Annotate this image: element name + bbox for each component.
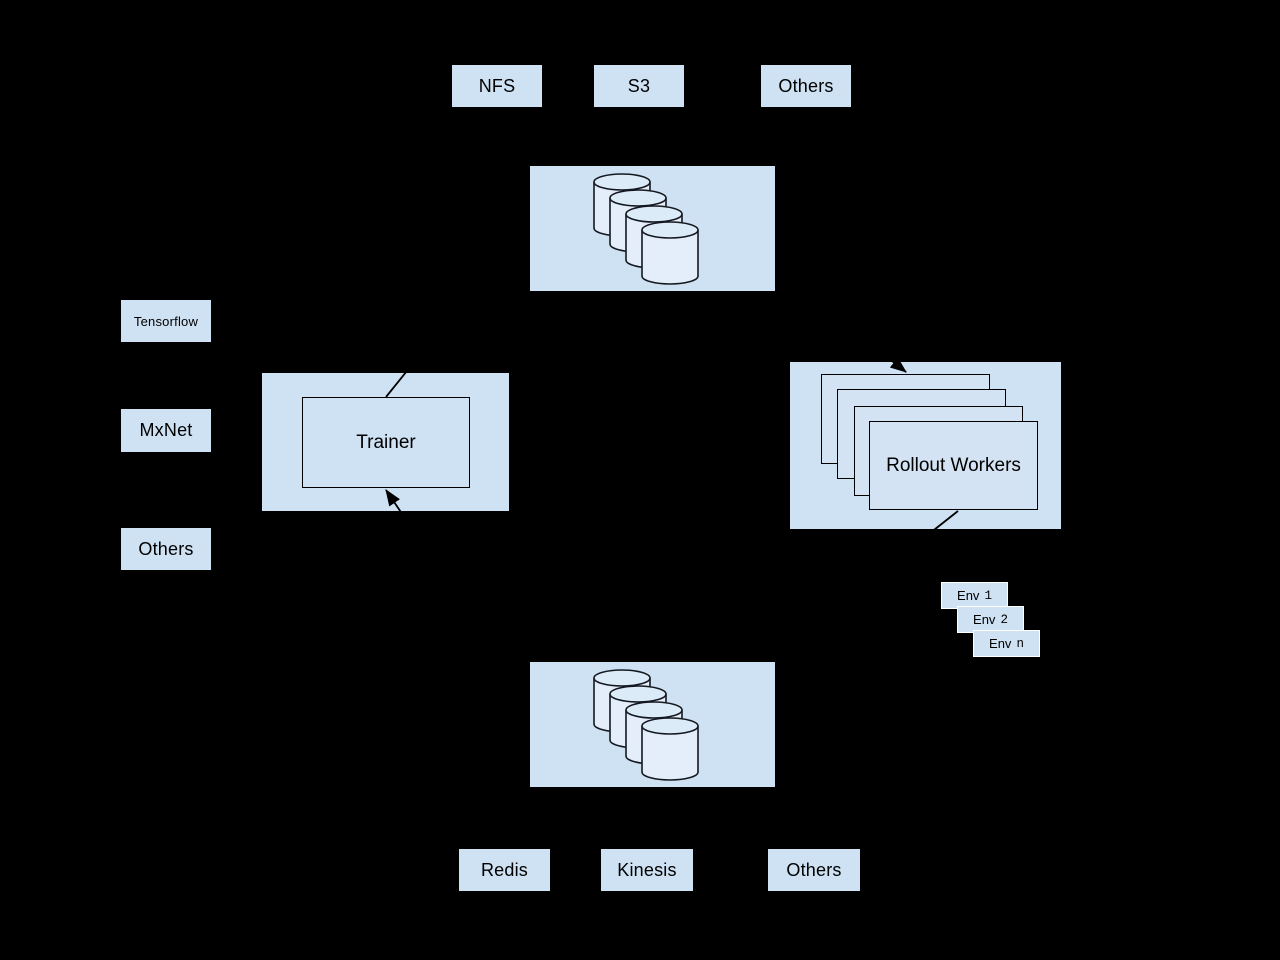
trainer-label: Trainer (356, 431, 416, 453)
env-n-index: n (1016, 636, 1024, 651)
node-others-left-label: Others (138, 538, 194, 559)
node-tensorflow: Tensorflow (121, 300, 211, 342)
env-n-node: Env n (973, 630, 1040, 657)
env-1-label: Env (957, 588, 980, 603)
env-2-label: Env (973, 612, 996, 627)
rollout-workers-label: Rollout Workers (886, 454, 1021, 476)
node-others-left: Others (121, 528, 211, 570)
node-redis: Redis (459, 849, 550, 891)
database-cylinders-icon (593, 669, 699, 781)
rollout-workers-node: Rollout Workers (869, 421, 1038, 510)
node-others-top: Others (761, 65, 851, 107)
rollout-workers-panel: Rollout Workers (790, 362, 1061, 529)
node-others-top-label: Others (778, 75, 834, 96)
node-mxnet-label: MxNet (139, 420, 193, 440)
bottom-database-panel (530, 662, 775, 787)
env-1-index: 1 (984, 588, 992, 603)
env-n-label: Env (989, 636, 1012, 651)
node-others-bottom: Others (768, 849, 860, 891)
env-2-node: Env 2 (957, 606, 1024, 633)
node-redis-label: Redis (480, 859, 529, 880)
env-2-index: 2 (1000, 612, 1008, 627)
node-s3: S3 (594, 65, 684, 107)
database-cylinders-icon (593, 173, 699, 285)
trainer-node: Trainer (302, 397, 470, 488)
node-s3-label: S3 (627, 75, 651, 96)
trainer-panel: Trainer (262, 373, 509, 511)
node-kinesis-label: Kinesis (617, 859, 677, 880)
node-mxnet: MxNet (121, 409, 211, 452)
node-nfs-label: NFS (478, 75, 516, 96)
node-others-bottom-label: Others (786, 859, 842, 880)
arrow-into-bottom-datastore (776, 721, 857, 757)
node-kinesis: Kinesis (601, 849, 693, 891)
node-tensorflow-label: Tensorflow (133, 313, 199, 329)
env-1-node: Env 1 (941, 582, 1008, 609)
top-database-panel (530, 166, 775, 291)
node-nfs: NFS (452, 65, 542, 107)
arrow-into-rollout-workers (809, 295, 907, 373)
